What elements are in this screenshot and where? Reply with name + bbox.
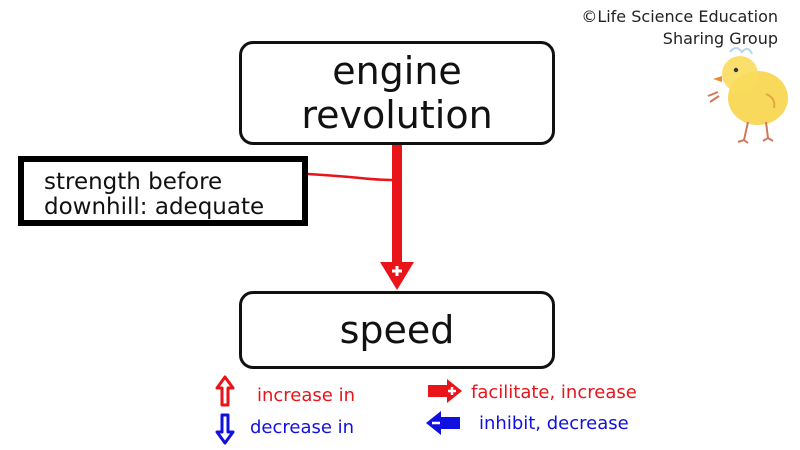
node-speed: speed xyxy=(239,291,555,369)
node-condition: strength before downhill: adequate xyxy=(18,156,308,226)
plus-sign-icon xyxy=(392,266,402,276)
decrease-arrow-icon xyxy=(215,413,235,445)
legend-decrease-label: decrease in xyxy=(250,417,355,438)
node-engine-revolution: engine revolution xyxy=(239,41,555,145)
increase-arrow-icon xyxy=(215,375,235,407)
facilitate-arrow-icon xyxy=(428,379,462,403)
node-engine-line-1: engine xyxy=(332,49,462,93)
inhibit-arrow-icon xyxy=(426,411,460,435)
node-speed-label: speed xyxy=(339,308,455,352)
copyright-notice: ©Life Science Education Sharing Group xyxy=(581,6,778,50)
node-condition-line-2: downhill: adequate xyxy=(44,194,265,220)
legend-increase-label: increase in xyxy=(257,385,355,406)
copyright-line-2: Sharing Group xyxy=(662,29,778,48)
chick-illustration xyxy=(707,47,788,144)
legend-inhibit-label: inhibit, decrease xyxy=(479,413,629,434)
node-engine-line-2: revolution xyxy=(301,93,493,137)
condition-connector-line xyxy=(307,172,393,182)
legend-facilitate-label: facilitate, increase xyxy=(471,382,637,403)
copyright-line-1: ©Life Science Education xyxy=(581,7,778,26)
node-condition-line-1: strength before xyxy=(44,169,223,195)
